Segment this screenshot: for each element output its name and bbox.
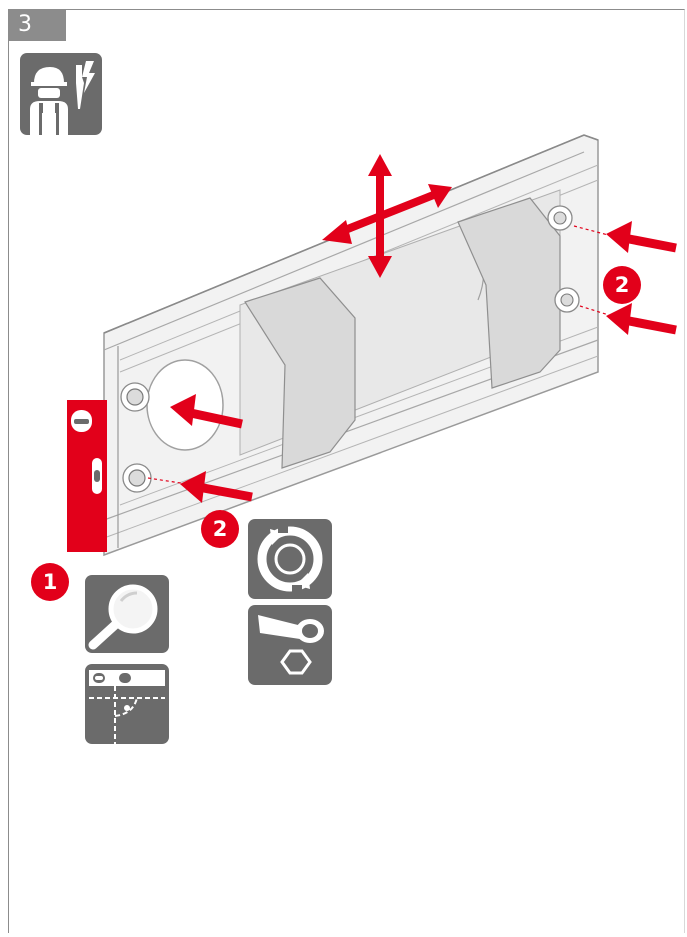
bolt-upper-left: [120, 382, 150, 412]
left-strap: [244, 277, 356, 469]
push-arrow-right-upper: [606, 221, 677, 253]
bolt-lower-left: [122, 463, 152, 493]
push-arrow-right-lower: [606, 303, 677, 335]
rotate-arrows-icon: [248, 519, 332, 599]
step-badge-2-right: 2: [603, 266, 641, 304]
adjust-direction-arrows: [322, 154, 452, 278]
spirit-level-icon: [85, 664, 169, 744]
bolt-upper-right: [547, 205, 573, 231]
right-strap: [457, 197, 561, 389]
step-number-tab: 3: [8, 9, 66, 41]
socket-wrench-hex-icon: [248, 605, 332, 685]
push-arrow-hole: [170, 394, 243, 429]
step-badge-1: 1: [31, 563, 69, 601]
spirit-level: [67, 400, 107, 552]
magnifier-icon: [85, 575, 169, 653]
step-badge-2-left: 2: [201, 510, 239, 548]
bolt-lower-right: [554, 287, 580, 313]
technician-icon: [20, 53, 102, 135]
push-arrow-lower-bolt: [180, 471, 253, 503]
page-frame: [8, 9, 685, 933]
